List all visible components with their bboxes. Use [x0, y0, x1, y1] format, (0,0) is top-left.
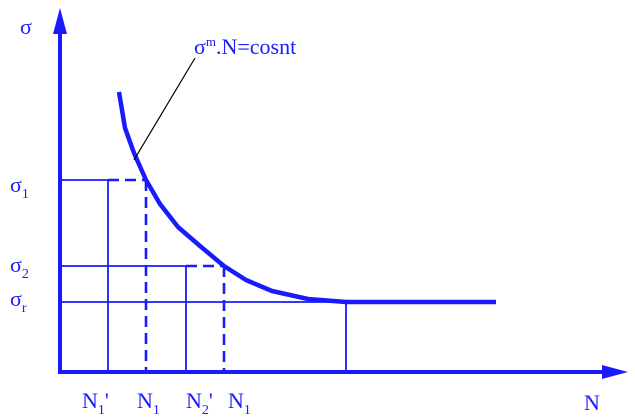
- sigma1-label: σ1: [10, 172, 29, 202]
- equation-pointer-line: [133, 57, 196, 161]
- equation-base: σ: [194, 34, 206, 59]
- vertical-solid-lines: [107, 180, 347, 372]
- level-lines: [60, 179, 346, 303]
- n1-label: N1: [137, 388, 160, 418]
- n2-prime-label: N2': [186, 388, 213, 418]
- axes: [58, 22, 606, 374]
- curve-equation: σm.N=cosnt: [194, 34, 296, 59]
- x-axis-arrowhead: [602, 365, 628, 379]
- sigma2-label: σ2: [10, 252, 29, 282]
- y-axis-label: σ: [20, 14, 32, 39]
- equation-superscript: m: [206, 34, 216, 49]
- n1-second-label: N1: [228, 388, 251, 418]
- equation-rest: .N=cosnt: [216, 34, 296, 59]
- x-axis-label: N: [584, 390, 600, 415]
- n1-prime-label: N1': [82, 388, 109, 418]
- sigmar-label: σr: [10, 286, 27, 316]
- dashed-lines: [108, 178, 226, 372]
- fatigue-curve: [116, 91, 496, 305]
- y-axis-arrowhead: [53, 8, 67, 34]
